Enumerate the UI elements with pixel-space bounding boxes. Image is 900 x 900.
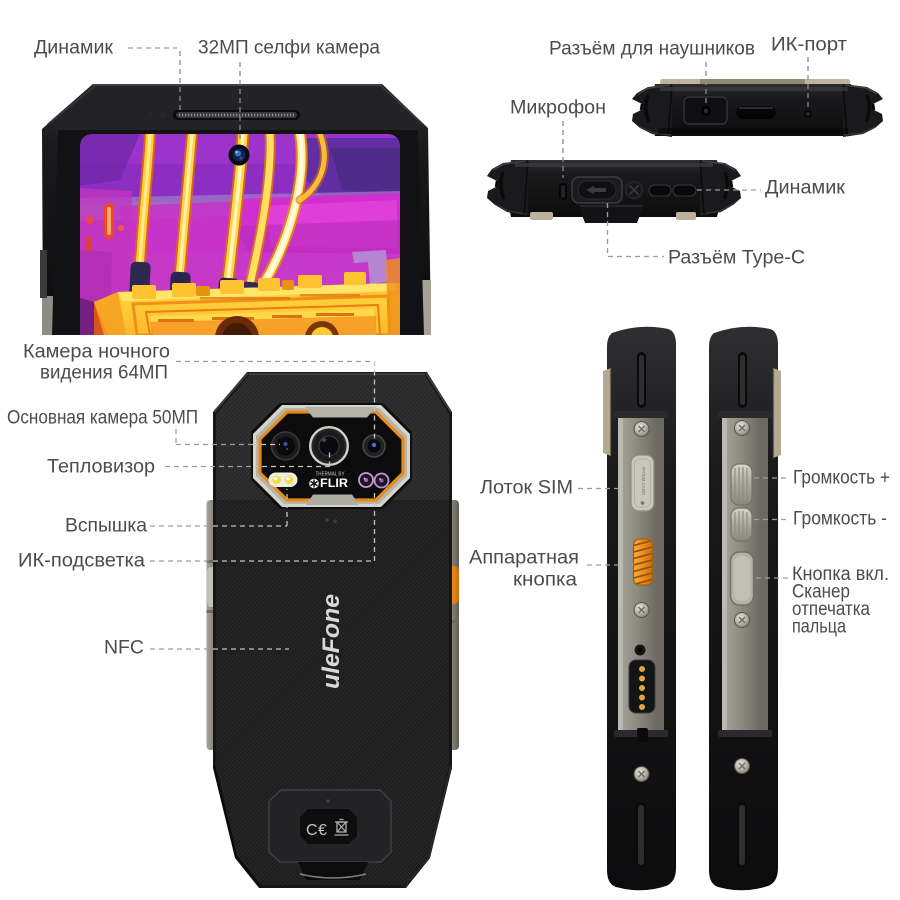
svg-text:Микрофон: Микрофон [510,98,606,119]
svg-text:FLIR: FLIR [320,478,349,490]
svg-text:Громкость -: Громкость - [793,509,887,530]
svg-text:Тепловизор: Тепловизор [47,457,155,478]
svg-text:TF/SIM CARD: TF/SIM CARD [641,467,646,496]
svg-text:NFC: NFC [104,638,144,659]
svg-text:THERMAL BY: THERMAL BY [316,472,345,478]
svg-text:пальца: пальца [792,617,846,638]
svg-text:отпечатка: отпечатка [792,599,870,620]
svg-text:Динамик: Динамик [34,38,114,59]
svg-text:C€: C€ [306,822,327,839]
svg-text:Кнопка вкл.: Кнопка вкл. [792,564,889,585]
svg-text:Основная камера 50МП: Основная камера 50МП [7,408,198,429]
svg-text:кнопка: кнопка [513,570,577,591]
svg-text:Сканер: Сканер [792,582,850,603]
svg-text:ИК-порт: ИК-порт [771,35,847,56]
svg-text:32МП селфи камера: 32МП селфи камера [198,38,380,59]
svg-text:видения 64МП: видения 64МП [40,363,168,384]
svg-text:uleFone: uleFone [318,594,345,689]
svg-text:ИК-подсветка: ИК-подсветка [18,551,145,572]
svg-text:Аппаратная: Аппаратная [469,548,579,569]
svg-text:Разъём Type-C: Разъём Type-C [668,248,805,269]
svg-text:Динамик: Динамик [765,178,846,199]
svg-text:Разъём для наушников: Разъём для наушников [549,39,755,60]
svg-text:Громкость +: Громкость + [793,468,890,489]
svg-text:Лоток SIM: Лоток SIM [480,478,573,499]
svg-text:Камера ночного: Камера ночного [23,342,170,363]
svg-text:Вспышка: Вспышка [65,516,147,537]
